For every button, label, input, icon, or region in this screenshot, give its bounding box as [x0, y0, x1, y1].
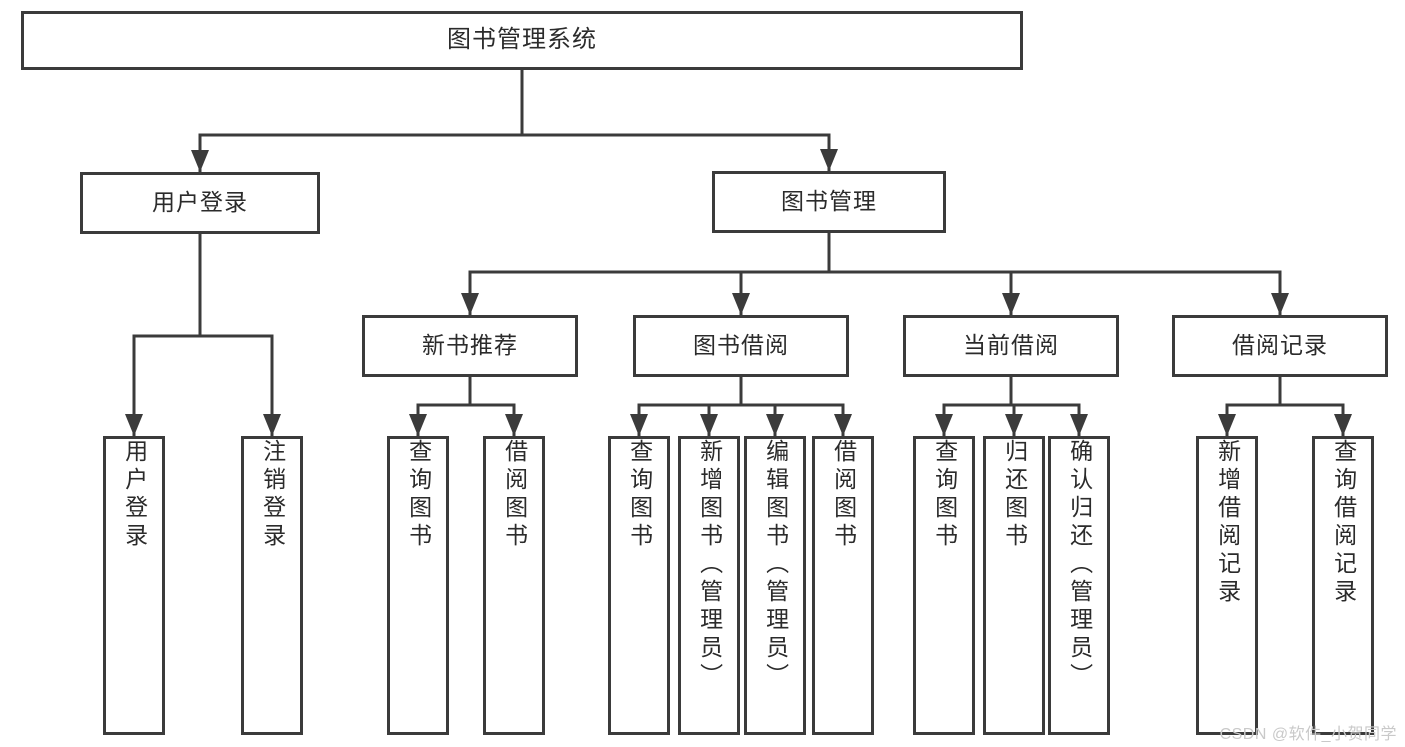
node-book-management[interactable]: 图书管理 — [712, 171, 946, 233]
arrowhead-icon — [1002, 293, 1020, 315]
node-leaf-user-login[interactable]: 用户登录 — [103, 436, 165, 735]
node-label: 借阅记录 — [1232, 332, 1328, 359]
node-label: 新书推荐 — [422, 332, 518, 359]
node-user-login[interactable]: 用户登录 — [80, 172, 320, 234]
arrowhead-icon — [263, 414, 281, 436]
arrowhead-icon — [935, 414, 953, 436]
arrowhead-icon — [191, 150, 209, 172]
node-label: 图书借阅 — [693, 332, 789, 359]
node-leaf-borrow-book-1[interactable]: 借阅图书 — [483, 436, 545, 735]
node-current-borrow[interactable]: 当前借阅 — [903, 315, 1119, 377]
node-label: 图书管理 — [781, 188, 877, 215]
node-new-book-recommend[interactable]: 新书推荐 — [362, 315, 578, 377]
arrowhead-icon — [1218, 414, 1236, 436]
arrowhead-icon — [1334, 414, 1352, 436]
node-book-borrow[interactable]: 图书借阅 — [633, 315, 849, 377]
arrowhead-icon — [630, 414, 648, 436]
node-leaf-logout[interactable]: 注销登录 — [241, 436, 303, 735]
arrowhead-icon — [820, 149, 838, 171]
node-leaf-borrow-book-2[interactable]: 借阅图书 — [812, 436, 874, 735]
node-label: 查询图书 — [931, 439, 958, 551]
arrowhead-icon — [766, 414, 784, 436]
node-label: 新增图书（管理员） — [696, 439, 723, 691]
arrowhead-icon — [125, 414, 143, 436]
node-leaf-return-book[interactable]: 归还图书 — [983, 436, 1045, 735]
arrowhead-icon — [409, 414, 427, 436]
arrowhead-icon — [1271, 293, 1289, 315]
node-label: 注销登录 — [259, 439, 286, 551]
node-label: 用户登录 — [121, 439, 148, 551]
node-label: 借阅图书 — [501, 439, 528, 551]
node-label: 编辑图书（管理员） — [762, 439, 789, 691]
node-label: 新增借阅记录 — [1214, 439, 1241, 607]
arrowhead-icon — [700, 414, 718, 436]
arrowhead-icon — [1005, 414, 1023, 436]
node-leaf-add-book[interactable]: 新增图书（管理员） — [678, 436, 740, 735]
node-leaf-confirm-return[interactable]: 确认归还（管理员） — [1048, 436, 1110, 735]
node-label: 查询借阅记录 — [1330, 439, 1357, 607]
node-leaf-query-book-3[interactable]: 查询图书 — [913, 436, 975, 735]
node-leaf-query-book-1[interactable]: 查询图书 — [387, 436, 449, 735]
connector-group — [125, 68, 1352, 437]
arrowhead-icon — [461, 293, 479, 315]
node-borrow-record[interactable]: 借阅记录 — [1172, 315, 1388, 377]
node-label: 查询图书 — [626, 439, 653, 551]
node-leaf-add-record[interactable]: 新增借阅记录 — [1196, 436, 1258, 735]
node-label: 归还图书 — [1001, 439, 1028, 551]
arrowhead-icon — [1070, 414, 1088, 436]
node-label: 确认归还（管理员） — [1066, 439, 1093, 691]
arrowhead-icon — [834, 414, 852, 436]
node-label: 当前借阅 — [963, 332, 1059, 359]
node-root[interactable]: 图书管理系统 — [21, 11, 1023, 70]
node-label: 借阅图书 — [830, 439, 857, 551]
node-leaf-edit-book[interactable]: 编辑图书（管理员） — [744, 436, 806, 735]
arrowhead-icon — [732, 293, 750, 315]
node-label: 图书管理系统 — [447, 26, 597, 54]
arrowhead-icon — [505, 414, 523, 436]
node-leaf-query-book-2[interactable]: 查询图书 — [608, 436, 670, 735]
node-label: 用户登录 — [152, 189, 248, 216]
node-label: 查询图书 — [405, 439, 432, 551]
node-leaf-query-record[interactable]: 查询借阅记录 — [1312, 436, 1374, 735]
